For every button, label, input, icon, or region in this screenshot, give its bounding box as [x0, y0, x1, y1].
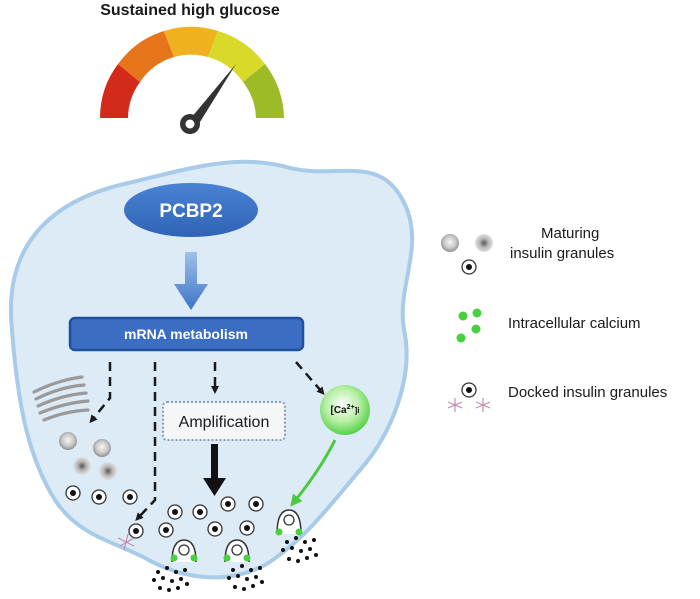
mrna-label: mRNA metabolism [124, 326, 248, 342]
legend-maturing-line1: Maturing [541, 225, 600, 242]
legend-docked-icons [447, 382, 491, 412]
pcbp2-label: PCBP2 [159, 201, 222, 222]
docked-granule-icon [167, 504, 183, 520]
docked-granule-icon [248, 496, 264, 512]
calcium-green-arrow [290, 439, 337, 507]
gauge-icon [100, 26, 284, 134]
amplification-node [162, 401, 286, 441]
mrna-node [68, 316, 305, 352]
diagram-title: Sustained high glucose [100, 2, 280, 19]
docked-granule-icon [220, 496, 236, 512]
docked-granules [65, 485, 264, 539]
maturing-granule-icon [73, 457, 91, 475]
calcium-arrow [295, 361, 325, 396]
maturing-granule-icon [59, 432, 77, 450]
docked-granule-icon [461, 382, 477, 398]
exocytosis-icon [170, 509, 303, 563]
calcium-dot-icon [472, 308, 482, 318]
golgi-arrow [89, 362, 112, 424]
docked-granule-icon [122, 489, 138, 505]
docked-granule-icon [158, 522, 174, 538]
maturing-granule-icon [441, 234, 459, 252]
golgi-icon [32, 375, 90, 422]
calcium-node [320, 385, 370, 435]
docked-granule-icon [128, 523, 144, 539]
maturing-granules [59, 432, 117, 480]
calcium-dot-icon [458, 311, 468, 321]
legend-calcium-icons [456, 308, 482, 343]
amplification-output-arrow [203, 444, 226, 496]
pcbp2-node [124, 183, 258, 237]
docked-granule-icon [461, 259, 477, 275]
dashed-arrows [89, 361, 325, 521]
legend-calcium: Intracellular calcium [508, 315, 641, 332]
legend-maturing-icons [441, 234, 493, 275]
calcium-dot-icon [471, 324, 481, 334]
legend-docked: Docked insulin granules [508, 384, 668, 401]
docked-granule-icon [192, 504, 208, 520]
maturing-granule-icon [99, 462, 117, 480]
released-insulin [152, 536, 318, 592]
docked-granule-icon [207, 521, 223, 537]
docking-arrow [135, 362, 157, 521]
pcbp2-arrow [174, 252, 208, 310]
maturing-granule-icon [475, 234, 493, 252]
maturing-granule-icon [93, 439, 111, 457]
calcium-label: [Ca2+]i [331, 404, 360, 416]
amplification-label: Amplification [179, 414, 270, 431]
calcium-dot-icon [456, 333, 466, 343]
snare-marks [117, 533, 135, 551]
legend-maturing-line2: insulin granules [510, 245, 615, 262]
docked-granule-icon [91, 489, 107, 505]
docked-granule-icon [65, 485, 81, 501]
docked-granule-icon [239, 520, 255, 536]
